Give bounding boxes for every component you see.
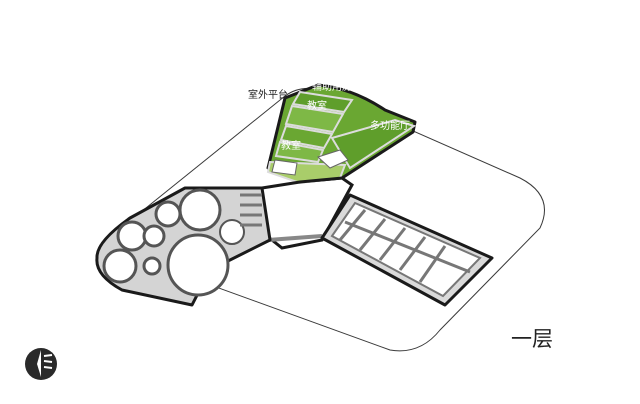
north-wing xyxy=(266,83,417,185)
outdoor-platform-label: 室外平台 xyxy=(248,90,288,101)
west-wing xyxy=(95,186,272,307)
auxiliary-room-label: 辅助用房 xyxy=(312,82,352,93)
compass-icon xyxy=(25,348,57,380)
multipurpose-hall-label: 多功能厅 xyxy=(370,121,410,132)
site-boundary xyxy=(98,88,545,352)
classroom-label-lower: 教室 xyxy=(281,141,301,152)
classroom-label-upper: 教室 xyxy=(307,101,327,112)
floor-label: 一层 xyxy=(511,327,553,351)
east-wing xyxy=(320,193,494,307)
